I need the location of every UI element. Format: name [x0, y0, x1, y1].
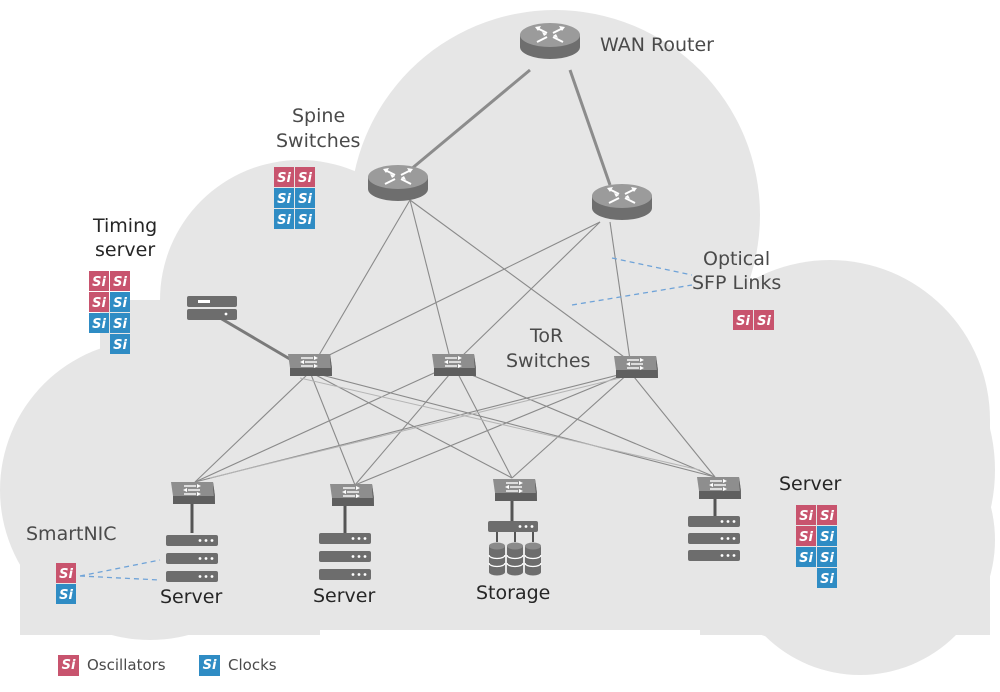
wan-router-icon [519, 22, 581, 60]
clock-swatch: Si [199, 654, 220, 676]
clock-chip [110, 313, 130, 333]
clock-chip [274, 209, 294, 229]
timing-label-line1: Timing [92, 215, 157, 237]
oscillator-chip [110, 271, 130, 291]
si-chip-label: Si [799, 509, 813, 524]
access-switch-icon [492, 478, 538, 502]
si-chip-label: Si [277, 213, 291, 228]
clock-chip [89, 313, 109, 333]
network-links [79, 68, 717, 581]
storage-icon [488, 521, 542, 577]
si-chip-label: Si [799, 551, 813, 566]
clock-chip [110, 334, 130, 354]
oscillator-swatch: Si [58, 654, 79, 676]
si-badge-group: Si Si [733, 310, 774, 330]
spine-router-icon [591, 183, 653, 221]
tor-label-line1: ToR [529, 325, 563, 347]
oscillator-chip [796, 505, 816, 525]
legend-oscillators: Si Oscillators [58, 652, 166, 678]
oscillator-chip [754, 310, 774, 330]
si-chip-label: Si [820, 509, 834, 524]
si-chip-label: Si [820, 572, 834, 587]
timing-server-icon [187, 296, 237, 320]
si-chip-label: Si [92, 275, 106, 290]
clock-chip [56, 584, 76, 604]
clock-chip [274, 188, 294, 208]
clock-chip [295, 209, 315, 229]
si-chip-label: Si [820, 551, 834, 566]
legend-clocks-label: Clocks [228, 656, 277, 674]
si-chip-label: Si [59, 588, 73, 603]
si-chip-label: Si [298, 213, 312, 228]
clock-chip [796, 547, 816, 567]
si-chip-label: Si [277, 171, 291, 186]
si-chip-label: Si [757, 314, 771, 329]
server-rack-icon [319, 533, 371, 580]
oscillator-chip [56, 563, 76, 583]
clock-chip [817, 526, 837, 546]
server-label: Server [160, 586, 222, 608]
si-chip-label: Si [113, 296, 127, 311]
si-chip-label: Si [113, 317, 127, 332]
oscillator-chip [89, 292, 109, 312]
si-chip-label: Si [298, 192, 312, 207]
oscillator-chip [733, 310, 753, 330]
oscillator-chip [817, 505, 837, 525]
clock-chip [817, 568, 837, 588]
si-chip-label: Si [113, 275, 127, 290]
smartnic-label: SmartNIC [26, 523, 117, 545]
si-chip-label: Si [92, 317, 106, 332]
access-switch-icon [170, 481, 216, 505]
oscillator-chip [796, 526, 816, 546]
server-rack-icon [688, 516, 740, 561]
clock-chip [110, 292, 130, 312]
clock-chip [295, 188, 315, 208]
server-right-label: Server [779, 473, 841, 495]
tor-switch-icon [613, 355, 659, 379]
si-chip-label: Si [298, 171, 312, 186]
optical-label-line2: SFP Links [692, 272, 781, 294]
legend-oscillators-label: Oscillators [87, 656, 166, 674]
timing-label-line2: server [95, 239, 155, 261]
oscillator-chip [274, 167, 294, 187]
clock-chip [817, 547, 837, 567]
tor-switch-icon [431, 353, 477, 377]
access-switch-icon [696, 476, 742, 500]
oscillator-chip [295, 167, 315, 187]
si-chip-label: Si [92, 296, 106, 311]
si-chip-label: Si [820, 530, 834, 545]
si-chip-label: Si [113, 338, 127, 353]
spine-router-icon [367, 164, 429, 202]
spine-label-line1: Spine [292, 105, 345, 127]
oscillator-chip [89, 271, 109, 291]
si-chip-label: Si [736, 314, 750, 329]
wan-router-label: WAN Router [600, 34, 714, 56]
si-chip-label: Si [799, 530, 813, 545]
access-switch-icon [329, 483, 375, 507]
optical-label-line1: Optical [703, 248, 770, 270]
server-rack-icon [166, 535, 218, 582]
spine-label-line2: Switches [276, 130, 360, 152]
storage-label: Storage [476, 582, 550, 604]
server-label: Server [313, 585, 375, 607]
tor-label-line2: Switches [506, 350, 590, 372]
tor-switch-icon [287, 353, 333, 377]
si-chip-label: Si [277, 192, 291, 207]
si-chip-label: Si [59, 567, 73, 582]
legend-clocks: Si Clocks [199, 652, 277, 678]
